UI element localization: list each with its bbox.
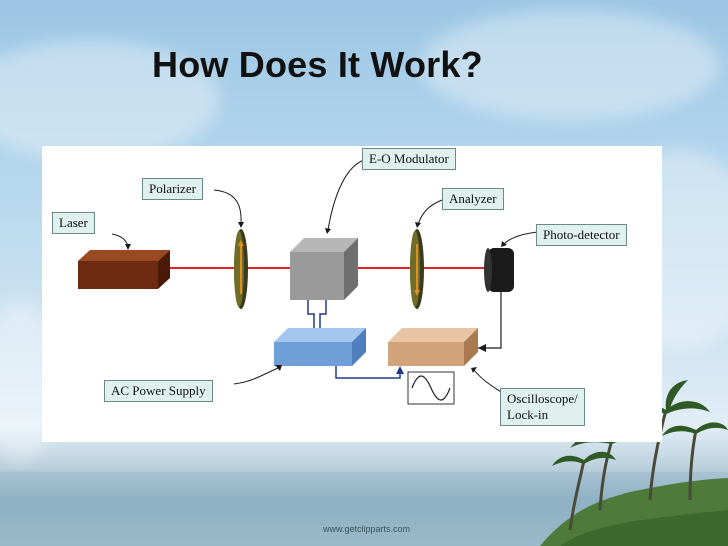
cloud <box>0 40 220 160</box>
label-oscilloscope-line1: Oscilloscope/ <box>507 391 578 406</box>
label-eo-modulator: E-O Modulator <box>362 148 456 170</box>
label-oscilloscope-line2: Lock-in <box>507 407 549 422</box>
analyzer-disc <box>410 229 424 309</box>
sine-wave-icon <box>407 371 455 405</box>
label-arrowheads <box>125 222 507 373</box>
polarizer-disc <box>234 229 248 309</box>
label-pointers <box>111 159 539 395</box>
label-laser: Laser <box>52 212 95 234</box>
eo-modulator-cube <box>290 238 358 300</box>
reference-wire <box>335 366 401 379</box>
oscilloscope-device <box>388 328 478 366</box>
eo-modulation-diagram <box>78 159 539 405</box>
diagram-panel: Laser Polarizer E-O Modulator Analyzer P… <box>42 146 662 442</box>
label-oscilloscope: Oscilloscope/ Lock-in <box>500 388 585 426</box>
label-ac-power-supply: AC Power Supply <box>104 380 213 402</box>
laser-device <box>78 250 170 289</box>
horizon <box>0 470 728 472</box>
reference-arrowhead <box>396 366 404 374</box>
detector-arrowhead <box>478 344 486 352</box>
photo-detector-device <box>484 248 514 292</box>
image-credit: www.getclipparts.com <box>323 524 411 534</box>
modulator-wires <box>307 300 327 330</box>
label-photo-detector: Photo-detector <box>536 224 627 246</box>
slide-title: How Does It Work? <box>152 44 483 85</box>
label-analyzer: Analyzer <box>442 188 504 210</box>
cloud <box>420 10 720 120</box>
label-polarizer: Polarizer <box>142 178 203 200</box>
ac-power-supply-device <box>274 328 366 366</box>
detector-wire <box>478 292 502 349</box>
